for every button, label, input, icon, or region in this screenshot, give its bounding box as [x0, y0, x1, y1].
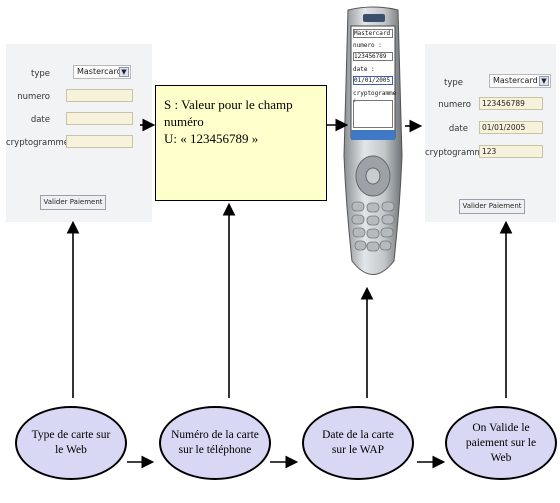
cryptogramme-label: cryptogramme: [6, 138, 70, 148]
cryptogramme-label: cryptogramme: [425, 148, 489, 158]
step-label: Date de la carte sur le WAP: [322, 429, 394, 456]
web-form-initial: type Mastercard ▼ numero date cryptogram…: [6, 44, 152, 222]
numero-field[interactable]: 123456789: [479, 97, 543, 110]
numero-field[interactable]: [66, 89, 133, 102]
chevron-down-icon[interactable]: ▼: [119, 67, 129, 77]
step-valide-paiement-web: On Valide le paiement sur le Web: [445, 406, 557, 480]
step-label: On Valide le paiement sur le Web: [465, 421, 537, 464]
type-label: type: [444, 78, 463, 88]
card-type-value: Mastercard: [493, 76, 538, 85]
cryptogramme-field[interactable]: 123: [479, 145, 543, 158]
valider-paiement-button[interactable]: Valider Paiement: [40, 195, 106, 210]
note-line-user: U: « 123456789 »: [164, 131, 259, 146]
step-numero-telephone: Numéro de la carte sur le téléphone: [159, 406, 271, 480]
date-field[interactable]: [66, 112, 133, 125]
screen-line-date-label: date :: [353, 66, 375, 73]
mobile-phone: Mastercard numero : 123456789 date : 01/…: [340, 6, 406, 284]
date-label: date: [448, 124, 468, 134]
phone-body: [343, 6, 403, 275]
chevron-down-icon[interactable]: ▼: [539, 76, 549, 86]
screen-line-numero-value: 123456789: [353, 52, 393, 61]
card-type-select[interactable]: Mastercard ▼: [489, 74, 551, 88]
type-label: type: [31, 69, 50, 79]
screen-crypto-field[interactable]: [353, 100, 393, 128]
web-form-completed: type Mastercard ▼ numero 123456789 date …: [425, 44, 556, 222]
date-label: date: [30, 115, 50, 125]
step-label: Type de carte sur le Web: [31, 429, 111, 456]
screen-line-date-value[interactable]: 01/01/2005: [353, 76, 393, 85]
numero-label: numero: [438, 100, 471, 110]
step-label: Numéro de la carte sur le téléphone: [171, 429, 259, 456]
step-type-carte-web: Type de carte sur le Web: [15, 406, 127, 480]
phone-screen: Mastercard numero : 123456789 date : 01/…: [353, 28, 396, 128]
cryptogramme-field[interactable]: [66, 135, 133, 148]
dialogue-note: S : Valeur pour le champ numéro U: « 123…: [155, 85, 327, 201]
card-type-select[interactable]: Mastercard ▼: [73, 65, 131, 79]
date-field[interactable]: 01/01/2005: [479, 121, 543, 134]
note-line-system: S : Valeur pour le champ numéro: [164, 97, 293, 129]
screen-line-type: Mastercard: [353, 29, 393, 38]
card-type-value: Mastercard: [77, 67, 122, 76]
valider-paiement-button[interactable]: Valider Paiement: [459, 199, 525, 214]
numero-label: numero: [17, 92, 50, 102]
screen-line-numero-label: numero :: [353, 42, 382, 49]
step-date-wap: Date de la carte sur le WAP: [302, 406, 414, 480]
